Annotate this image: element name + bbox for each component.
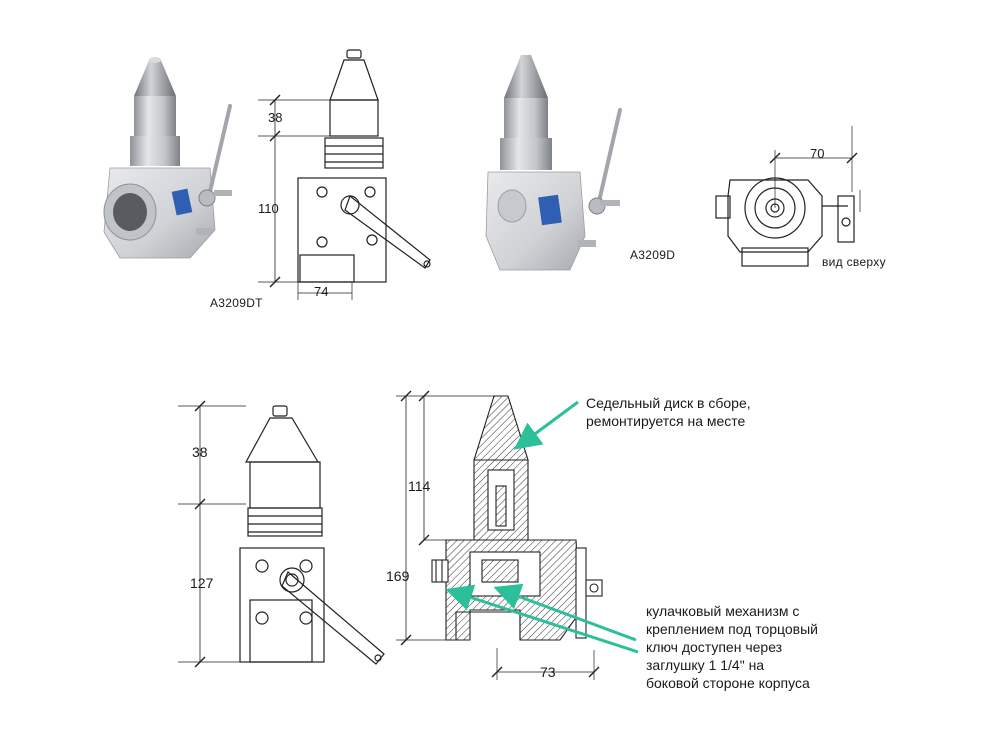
photo-caption-a3209dt: A3209DT — [210, 296, 263, 310]
callout-cam-line4: заглушку 1 1/4" на — [646, 657, 765, 673]
dimension-top-74: 74 — [314, 284, 329, 299]
dimension-top-38: 38 — [268, 110, 283, 125]
arrow-seat-disc — [513, 400, 579, 450]
photo-valve-a3209dt — [103, 57, 232, 259]
callout-cam-line3: ключ доступен через — [646, 639, 783, 655]
drawing-top-view — [715, 126, 861, 267]
photo-valve-a3209d — [485, 55, 622, 271]
dimension-bottom-38: 38 — [192, 444, 208, 460]
top-view-caption: вид сверху — [822, 255, 886, 269]
dimension-top-70: 70 — [810, 146, 825, 161]
callout-cam-line2: креплением под торцовый — [646, 621, 818, 637]
dimension-bottom-73: 73 — [540, 664, 556, 680]
arrow-cam-plug — [445, 584, 639, 654]
callout-cam-mechanism: кулачковый механизм с креплением под тор… — [646, 602, 818, 692]
drawing-section-view — [396, 390, 603, 680]
arrow-cam-mechanism — [493, 583, 637, 642]
callout-cam-line1: кулачковый механизм с — [646, 603, 800, 619]
dimension-bottom-169: 169 — [386, 568, 410, 584]
callout-seat-line1: Седельный диск в сборе, — [586, 395, 751, 411]
dimension-bottom-127: 127 — [190, 575, 214, 591]
photo-caption-a3209d: A3209D — [630, 248, 676, 262]
callout-cam-line5: боковой стороне корпуса — [646, 675, 810, 691]
drawing-front-view — [178, 400, 385, 668]
dimension-top-110: 110 — [258, 201, 279, 216]
callout-seat-disc: Седельный диск в сборе, ремонтируется на… — [586, 394, 751, 430]
callout-seat-line2: ремонтируется на месте — [586, 413, 746, 429]
dimension-bottom-114: 114 — [408, 478, 431, 494]
drawing-side-view-a3209dt — [258, 49, 431, 300]
callout-arrows — [445, 400, 639, 654]
